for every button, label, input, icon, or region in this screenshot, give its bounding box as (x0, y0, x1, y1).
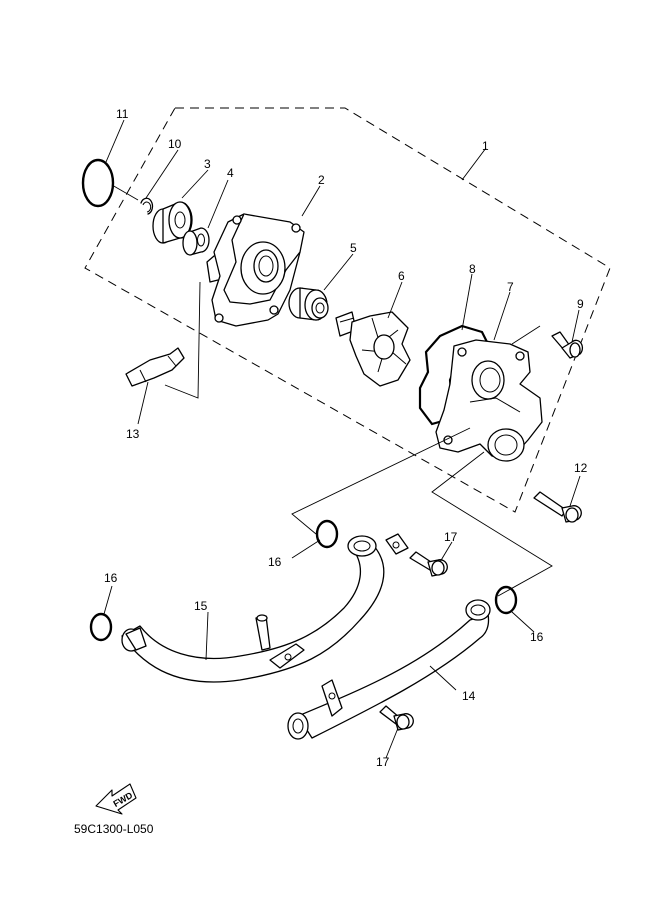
impeller-6[interactable] (335, 311, 411, 387)
part-label-1: 1 (482, 139, 489, 153)
water-pipe-15[interactable] (121, 533, 409, 683)
part-label-13: 13 (126, 427, 140, 441)
part-label-9: 9 (577, 297, 584, 311)
bolt-17-upper[interactable] (409, 551, 448, 577)
part-label-15: 15 (194, 599, 208, 613)
part-label-3: 3 (204, 157, 211, 171)
part-label-7: 7 (507, 280, 514, 294)
pump-cover-7[interactable] (435, 339, 543, 462)
o-ring-16-right[interactable] (494, 585, 518, 615)
pump-housing-2[interactable] (206, 213, 305, 327)
part-label-12: 12 (574, 461, 588, 475)
clip-13[interactable] (125, 347, 185, 387)
o-ring-11[interactable] (81, 158, 115, 208)
seal-4[interactable] (182, 227, 210, 256)
bolt-17-lower[interactable] (379, 705, 414, 731)
diagram-code: 59C1300-L050 (74, 822, 154, 836)
bolt-12[interactable] (533, 491, 582, 523)
part-label-6: 6 (398, 269, 405, 283)
fwd-arrow-icon: FWD (95, 783, 137, 815)
part-label-8: 8 (469, 262, 476, 276)
part-label-17-upper: 17 (444, 530, 458, 544)
part-label-5: 5 (350, 241, 357, 255)
part-label-14: 14 (462, 689, 476, 703)
part-label-16-right: 16 (530, 630, 544, 644)
o-ring-16-left[interactable] (89, 612, 113, 642)
part-label-11: 11 (116, 107, 129, 121)
mechanical-seal-5[interactable] (288, 287, 329, 321)
part-13-link (164, 281, 201, 399)
circlip-10[interactable] (140, 197, 154, 215)
bearing-3[interactable] (152, 201, 193, 244)
part-label-16-left: 16 (104, 571, 118, 585)
o-ring-16-upper[interactable] (315, 519, 339, 549)
part-label-16-upper: 16 (268, 555, 282, 569)
part-label-2: 2 (318, 173, 325, 187)
bolt-9[interactable] (551, 331, 584, 359)
part-label-10: 10 (168, 137, 182, 151)
water-pipe-14[interactable] (287, 599, 491, 740)
part-label-4: 4 (227, 166, 234, 180)
assembly-boundary (84, 107, 611, 513)
part-label-17-lower: 17 (376, 755, 390, 769)
